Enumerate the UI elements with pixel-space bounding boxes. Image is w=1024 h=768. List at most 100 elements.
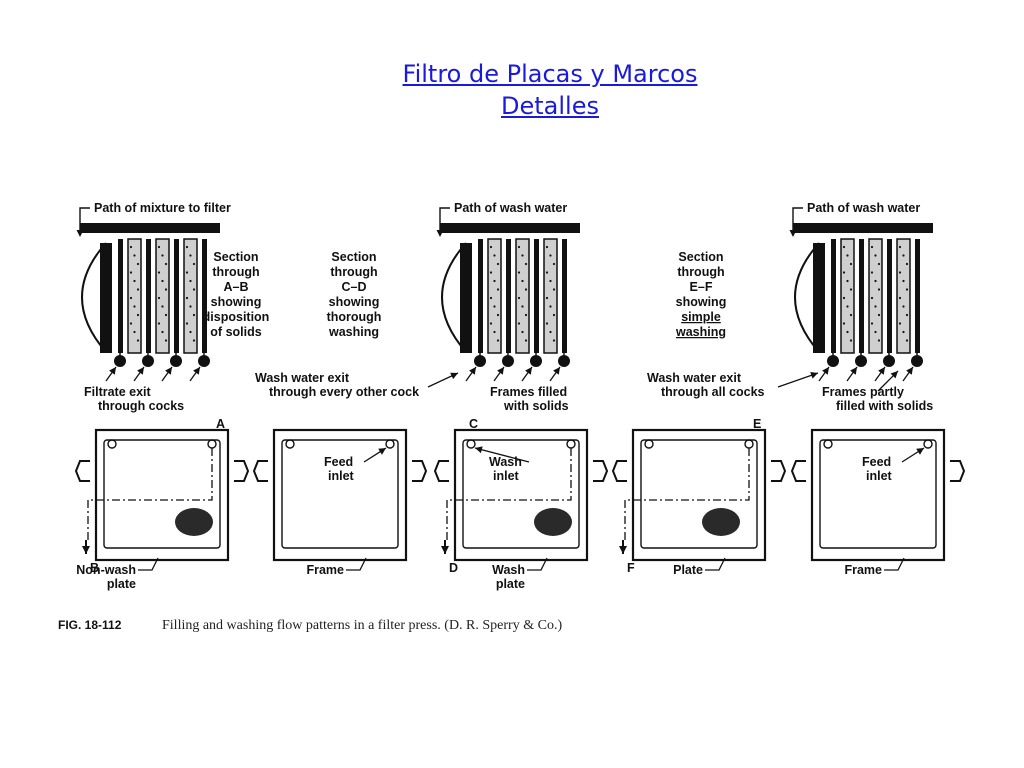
section-plate	[146, 239, 151, 353]
solids-dot	[870, 271, 874, 274]
outer-border	[272, 428, 408, 562]
outlet-arrow-head	[109, 367, 116, 375]
corner-port	[644, 439, 654, 449]
section-desc-line: through	[212, 265, 259, 279]
cock-valve	[855, 355, 867, 367]
solids-dot	[164, 313, 168, 317]
valve-letter: B	[90, 561, 99, 575]
path-label: Path of mixture to filter	[94, 201, 231, 215]
solids-dot	[517, 296, 521, 300]
slide-title: Filtro de Placas y Marcos Detalles	[0, 58, 1024, 122]
solids-dot	[902, 330, 905, 334]
solids-dot	[133, 279, 136, 283]
valve-letter: D	[449, 561, 458, 575]
solids-dot	[493, 305, 496, 308]
wash-all-arrow	[777, 372, 819, 388]
solids-dot	[157, 296, 161, 300]
solids-dot	[496, 262, 500, 266]
end-head-plate	[813, 243, 825, 353]
name-leader	[884, 557, 905, 571]
solids-dot	[517, 322, 521, 325]
inlet-arrow-head	[916, 448, 924, 455]
section-plate	[174, 239, 179, 353]
callout-line: Wash water exit	[255, 371, 350, 385]
solids-dot	[877, 288, 881, 291]
end-head-curve	[81, 242, 107, 353]
solids-dot	[898, 245, 902, 249]
left-ear	[252, 460, 268, 482]
section-desc-line: showing	[329, 295, 380, 309]
outlet-arrow-head	[193, 367, 200, 375]
solids-dot	[549, 305, 552, 308]
outer-border	[94, 428, 230, 562]
solids-dot	[129, 271, 133, 274]
solids-dot	[496, 288, 500, 291]
inner-border	[640, 439, 758, 549]
cock-valve	[198, 355, 210, 367]
solids-dot	[877, 262, 881, 266]
solids-dot	[185, 271, 189, 274]
solids-dot	[136, 262, 140, 266]
part-name-line: plate	[107, 577, 136, 591]
solids-dot	[545, 271, 549, 274]
callout-line: Filtrate exit	[84, 385, 152, 399]
end-head-plate	[100, 243, 112, 353]
solids-dot	[496, 339, 500, 342]
section-plate	[915, 239, 920, 353]
plate-views: ABNon-washplateFeedinletFrameCDWashinlet…	[74, 417, 966, 591]
part-name-line: Plate	[673, 563, 703, 577]
solids-dot	[905, 262, 909, 266]
press-header-bar	[440, 223, 580, 233]
inlet-arrow-head	[475, 446, 483, 454]
title-link-line-1[interactable]: Filtro de Placas y Marcos	[402, 60, 698, 88]
solids-dot	[189, 254, 192, 257]
inlet-label: Feed	[324, 455, 353, 469]
section-plate	[831, 239, 836, 353]
section-plate	[478, 239, 483, 353]
corner-port	[923, 439, 933, 449]
part-name-line: Frame	[844, 563, 882, 577]
flow-line	[624, 448, 750, 540]
solids-dot	[493, 330, 496, 334]
solids-dot	[161, 254, 164, 257]
corner-port	[385, 439, 395, 449]
section-view-2: Path of wash waterSectionthroughC–Dshowi…	[327, 201, 580, 382]
cock-valve	[502, 355, 514, 367]
right-ear	[412, 460, 428, 482]
part-name-line: plate	[496, 577, 525, 591]
solids-dot	[189, 305, 192, 308]
solids-dot	[157, 322, 161, 325]
cock-valve	[474, 355, 486, 367]
callout-line: Wash water exit	[647, 371, 742, 385]
solids-dot	[164, 262, 168, 266]
right-ear	[950, 460, 966, 482]
solids-dot	[524, 288, 528, 291]
solids-dot	[489, 322, 493, 325]
solids-dot	[898, 271, 902, 274]
solids-dot	[157, 245, 161, 249]
inner-border	[281, 439, 399, 549]
right-ear	[771, 460, 787, 482]
solids-dot	[524, 339, 528, 342]
inlet-arrow-head	[378, 448, 386, 455]
solids-dot	[849, 288, 853, 291]
solids-dot	[874, 330, 877, 334]
title-link-line-2[interactable]: Detalles	[501, 92, 599, 120]
cock-valve	[114, 355, 126, 367]
left-ear	[74, 460, 90, 482]
part-name-line: Frame	[306, 563, 344, 577]
cock-valve	[827, 355, 839, 367]
corner-letter: C	[469, 417, 478, 431]
inlet-label: Feed	[862, 455, 891, 469]
solids-dot	[549, 254, 552, 257]
solids-dot	[905, 313, 909, 317]
corner-letter: A	[216, 417, 225, 431]
solids-dot	[136, 288, 140, 291]
solids-dot	[192, 262, 196, 266]
solids-dot	[185, 245, 189, 249]
outlet-arrow-head	[469, 367, 476, 375]
